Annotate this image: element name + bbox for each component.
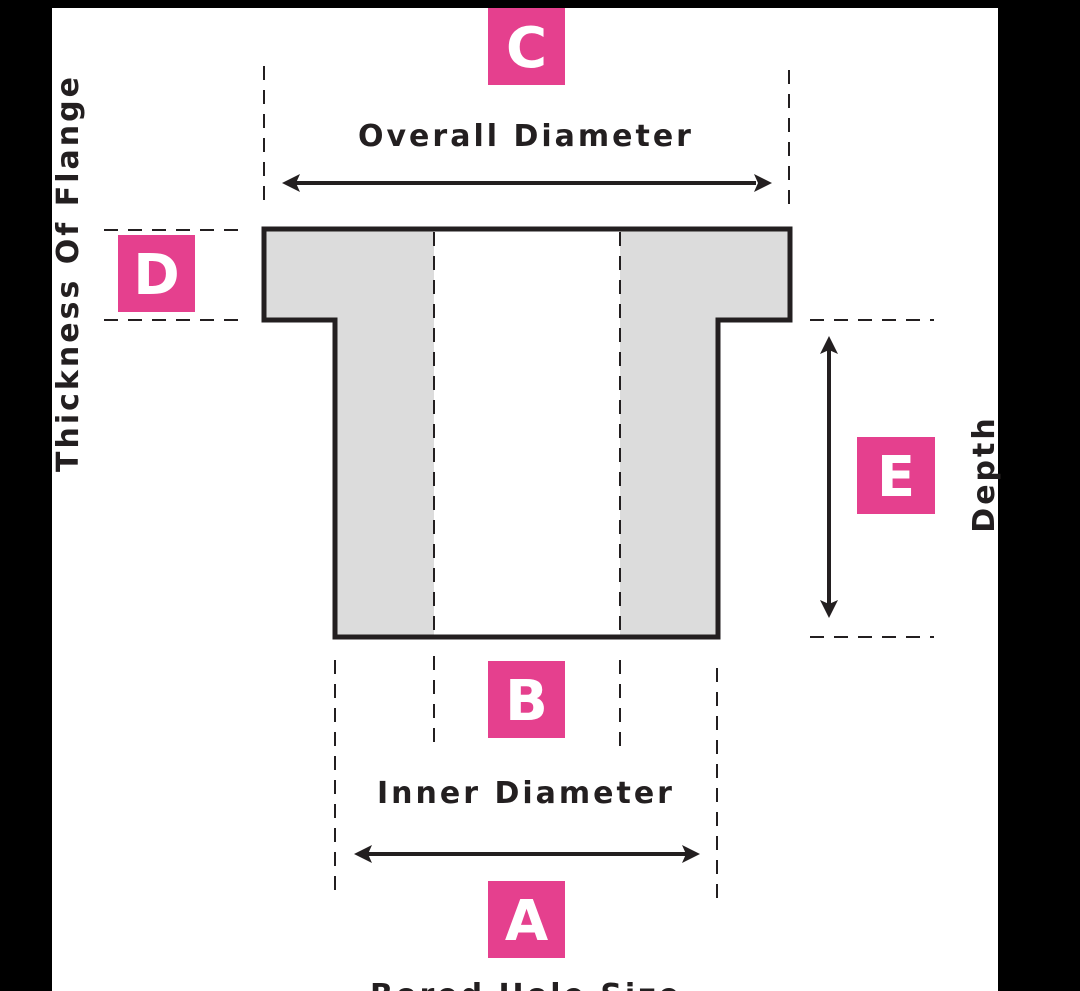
- svg-text:D: D: [133, 243, 179, 308]
- inner-diameter-label: Inner Diameter: [377, 776, 675, 811]
- badge-e: E: [857, 437, 935, 514]
- svg-text:C: C: [506, 16, 547, 81]
- overall-diameter-label: Overall Diameter: [358, 119, 694, 154]
- svg-text:E: E: [877, 445, 915, 510]
- svg-text:B: B: [505, 669, 548, 734]
- badge-a: A: [488, 881, 565, 958]
- badge-c: C: [488, 8, 565, 85]
- overall-diameter-arrow: [282, 174, 772, 192]
- bushing-outline: [261, 226, 793, 640]
- svg-text:A: A: [505, 889, 549, 954]
- badge-d: D: [118, 235, 195, 312]
- thickness-of-flange-label: Thickness Of Flange: [51, 74, 86, 472]
- diagram-panel: [52, 8, 998, 991]
- bushing-right-section: [620, 229, 790, 637]
- depth-label: Depth: [967, 415, 1002, 532]
- bushing-left-section: [264, 229, 434, 637]
- depth-arrow: [820, 336, 838, 618]
- inner-diameter-arrow: [354, 845, 700, 863]
- bored-hole-size-label: Bored Hole Size: [370, 978, 682, 991]
- badge-b: B: [488, 661, 565, 738]
